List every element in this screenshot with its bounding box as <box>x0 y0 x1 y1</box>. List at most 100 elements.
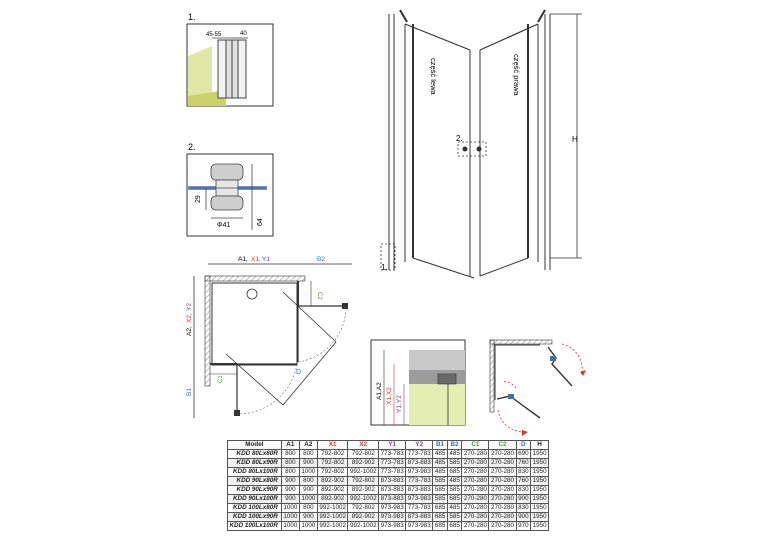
elevation-right-door-top <box>479 23 539 51</box>
elevation-height-label: H <box>572 135 578 144</box>
table-cell: 485 <box>446 449 463 459</box>
elevation-left-door-bottom <box>412 257 475 279</box>
table-cell-model: KDD 90Lx80R <box>227 476 282 486</box>
table-header-model: Model <box>227 440 282 450</box>
table-cell-model: KDD 80Lx80R <box>227 449 282 459</box>
table-cell: 485 <box>446 476 463 486</box>
table-cell: 1950 <box>530 449 550 459</box>
table-cell: 585 <box>446 485 463 495</box>
elevation-right-label: część prawa <box>512 54 521 97</box>
table-cell: 1950 <box>530 503 550 513</box>
table-cell: 800 <box>298 449 318 459</box>
table-cell: 585 <box>432 476 448 486</box>
section-profile-block <box>437 373 457 385</box>
table-cell: 800 <box>298 476 318 486</box>
detail-2-dim-total-label: 64 <box>257 218 264 226</box>
table-cell: 792-802 <box>316 449 349 459</box>
table-cell: 1000 <box>298 467 318 477</box>
plan-swing-arc-right <box>297 305 347 363</box>
table-cell-model: KDD 100Lx90R <box>227 512 282 522</box>
plan-door-right-handle <box>342 303 348 309</box>
opening-left-handle <box>508 394 514 399</box>
table-cell: 1950 <box>530 458 550 468</box>
detail-1-floor-glass <box>188 90 226 106</box>
table-cell: 685 <box>446 467 463 477</box>
plan-diagonal-label: D <box>296 369 301 376</box>
opening-right-handle <box>550 356 556 361</box>
front-elevation: część lewa część prawa 2. 1. H <box>380 9 582 279</box>
elevation-left-handle <box>462 146 468 152</box>
table-cell: 973-983 <box>405 521 434 531</box>
table-cell: 685 <box>432 512 448 522</box>
plan-drain <box>246 288 258 300</box>
table-header-a1: A1 <box>280 440 300 450</box>
table-header-x2: X2 <box>347 440 380 450</box>
plan-top-label-a: A1, <box>238 256 248 263</box>
table-cell: 792-802 <box>316 458 349 468</box>
table-header-x1: X1 <box>316 440 349 450</box>
detail-1-wall-profile: 1. 45-55 40 <box>186 12 274 107</box>
plan-c1-label: C1 <box>218 375 224 383</box>
table-header-d: D <box>515 440 532 450</box>
table-cell: 270-280 <box>461 503 490 513</box>
table-cell: 773-783 <box>378 458 407 468</box>
table-cell: 270-280 <box>488 449 517 459</box>
table-cell: 270-280 <box>488 512 517 522</box>
detail-1-wall <box>188 46 212 106</box>
table-cell: 892-902 <box>347 458 380 468</box>
table-cell: 873-883 <box>405 485 434 495</box>
table-cell: 270-280 <box>461 494 490 504</box>
table-cell: 973-983 <box>378 521 407 531</box>
table-cell-model: KDD 90Lx90R <box>227 485 282 495</box>
table-cell: 1950 <box>530 467 550 477</box>
table-cell: 270-280 <box>461 449 490 459</box>
plan-top-label-b: B2 <box>317 256 325 263</box>
opening-left-door <box>496 395 541 419</box>
section-tray-zone <box>409 370 465 384</box>
table-cell: 892-902 <box>316 494 349 504</box>
elevation-right-hinge <box>537 9 546 23</box>
section-detail: A1,A2 X1,X2 Y1,Y2 <box>370 339 466 426</box>
table-cell: 1950 <box>530 494 550 504</box>
table-cell-model: KDD 100Lx80R <box>227 503 282 513</box>
table-cell: 973-983 <box>378 512 407 522</box>
table-cell: 485 <box>432 467 448 477</box>
table-cell: 1950 <box>530 521 550 531</box>
table-cell: 585 <box>432 485 448 495</box>
table-cell: 830 <box>515 485 532 495</box>
table-cell: 270-280 <box>461 458 490 468</box>
table-cell: 873-883 <box>378 476 407 486</box>
table-cell: 773-783 <box>405 503 434 513</box>
elevation-left-hinge <box>399 9 408 23</box>
section-label-x: X1,X2 <box>386 387 393 405</box>
table-header-b1: B1 <box>432 440 448 450</box>
table-cell: 973-983 <box>405 494 434 504</box>
detail-1-dim-a: 45-55 <box>206 32 222 38</box>
section-label-a: A1,A2 <box>376 382 383 400</box>
table-cell-model: KDD 90Lx100R <box>227 494 282 504</box>
detail-2-number: 2. <box>188 142 196 152</box>
opening-diagram <box>489 339 586 436</box>
table-cell: 773-783 <box>378 467 407 477</box>
table-cell: 970 <box>515 521 532 531</box>
table-cell: 1000 <box>280 512 300 522</box>
elevation-left-label: część lewa <box>429 58 438 96</box>
detail-2-knob-top <box>210 163 244 181</box>
table-header-a2: A2 <box>298 440 318 450</box>
table-cell: 800 <box>298 503 318 513</box>
table-cell: 1000 <box>280 521 300 531</box>
table-cell: 270-280 <box>488 521 517 531</box>
table-cell: 900 <box>280 494 300 504</box>
table-cell: 485 <box>432 449 448 459</box>
plan-wall-top <box>204 275 306 282</box>
table-cell: 992-1002 <box>316 521 349 531</box>
elevation-handle-callout-box <box>457 141 487 157</box>
opening-right-door <box>547 346 573 387</box>
table-header-c2: C2 <box>488 440 517 450</box>
table-header-y1: Y1 <box>378 440 407 450</box>
table-cell-model: KDD 100Lx100R <box>227 521 282 531</box>
table-cell: 685 <box>432 521 448 531</box>
